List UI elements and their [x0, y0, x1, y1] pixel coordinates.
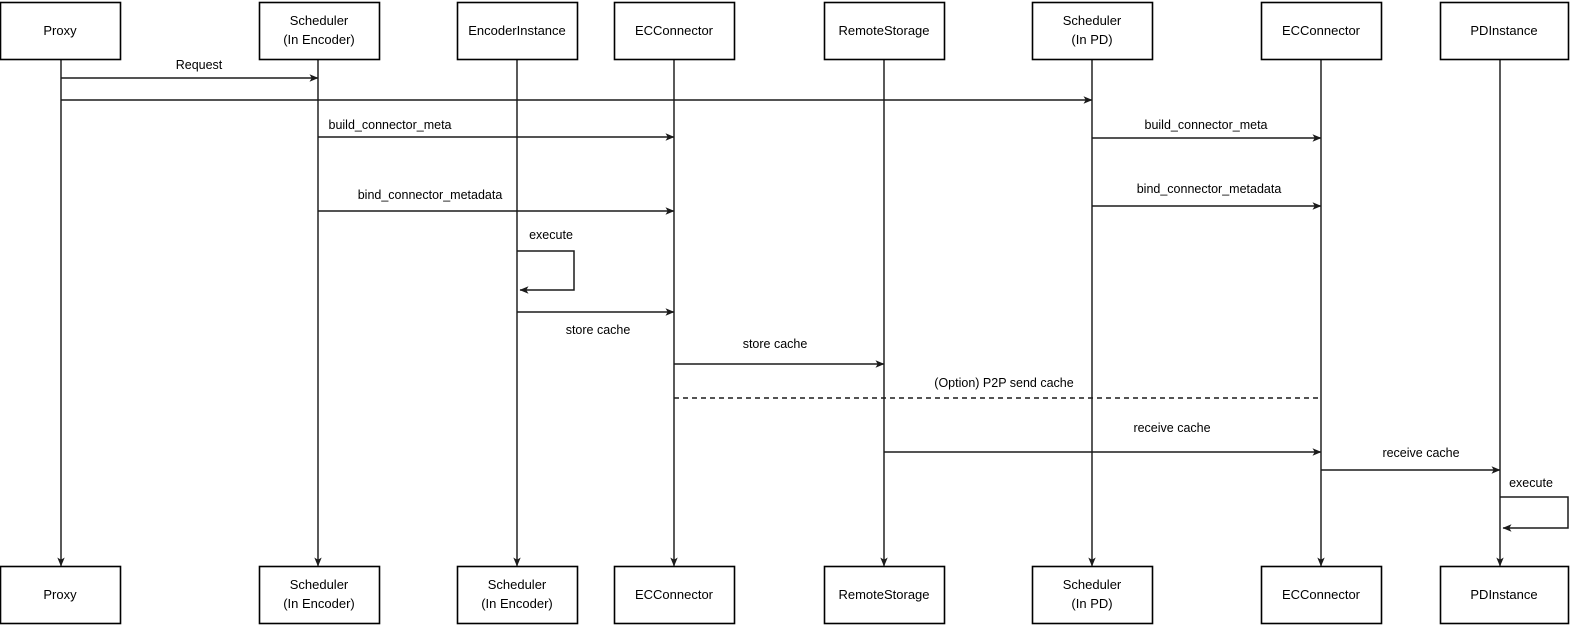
messages-group: Request build_connector_meta build_connect… [61, 58, 1501, 474]
participant-top-box-label-enc_inst: EncoderInstance [468, 23, 566, 38]
participant-top-box-remote[interactable]: RemoteStorage [823, 1, 946, 61]
participant-bottom-box-enc_inst[interactable]: Scheduler (In Encoder) [456, 565, 579, 625]
participant-top-box-pd_inst[interactable]: PDInstance [1439, 1, 1570, 61]
participant-top-box-proxy[interactable]: Proxy [0, 1, 122, 61]
participant-bottom-box-label-line1-sched_enc: Scheduler [290, 577, 349, 592]
message-m6[interactable]: bind_connector_metadata [1092, 182, 1322, 210]
bottom-participant-boxes: Proxy Scheduler (In Encoder) Scheduler (In E… [0, 565, 1570, 625]
participant-bottom-box-label-line1-sched_pd: Scheduler [1063, 577, 1122, 592]
participant-top-box-label-line1-sched_enc: Scheduler [290, 13, 349, 28]
self-message-path-s1[interactable] [517, 250, 575, 294]
participant-top-box-rect-ecconn_pd[interactable] [1260, 1, 1383, 61]
self-message-label-s2: execute [1509, 476, 1553, 490]
participant-bottom-box-pd_inst[interactable]: PDInstance [1439, 565, 1570, 625]
participant-top-box-label-line1-sched_pd: Scheduler [1063, 13, 1122, 28]
participant-top-box-label-line2-sched_pd: (In PD) [1071, 32, 1112, 47]
participant-top-box-rect-ecconn_enc[interactable] [613, 1, 736, 61]
participant-top-box-label-remote: RemoteStorage [838, 23, 929, 38]
participant-bottom-box-label-line2-sched_pd: (In PD) [1071, 596, 1112, 611]
participant-bottom-box-rect-proxy[interactable] [0, 565, 122, 625]
participant-top-box-sched_enc[interactable]: Scheduler (In Encoder) [258, 1, 381, 61]
message-label-m11: receive cache [1382, 446, 1459, 460]
participant-bottom-box-label-remote: RemoteStorage [838, 587, 929, 602]
participant-bottom-box-sched_pd[interactable]: Scheduler (In PD) [1031, 565, 1154, 625]
participant-top-box-label-pd_inst: PDInstance [1470, 23, 1537, 38]
participant-bottom-box-remote[interactable]: RemoteStorage [823, 565, 946, 625]
self-message-s2[interactable]: execute [1500, 476, 1569, 532]
participant-bottom-box-label-ecconn_enc: ECConnector [635, 587, 714, 602]
participant-top-box-ecconn_pd[interactable]: ECConnector [1260, 1, 1383, 61]
message-label-m3: build_connector_meta [329, 118, 452, 132]
message-label-m10: receive cache [1133, 421, 1210, 435]
participant-top-box-rect-remote[interactable] [823, 1, 946, 61]
message-label-m6: bind_connector_metadata [1137, 182, 1282, 196]
participant-top-box-label-ecconn_enc: ECConnector [635, 23, 714, 38]
participant-top-box-label-proxy: Proxy [43, 23, 77, 38]
participant-top-box-rect-enc_inst[interactable] [456, 1, 579, 61]
message-m11[interactable]: receive cache [1321, 446, 1501, 474]
message-label-m7: store cache [566, 323, 631, 337]
message-m4[interactable]: build_connector_meta [1092, 118, 1322, 142]
message-m10[interactable]: receive cache [884, 421, 1322, 456]
message-label-m9: (Option) P2P send cache [934, 376, 1073, 390]
participant-bottom-box-rect-enc_inst[interactable] [456, 565, 579, 625]
participant-bottom-box-ecconn_enc[interactable]: ECConnector [613, 565, 736, 625]
message-m7[interactable]: store cache [517, 308, 675, 337]
message-label-m1: Request [176, 58, 223, 72]
participant-bottom-box-rect-remote[interactable] [823, 565, 946, 625]
self-message-label-s1: execute [529, 228, 573, 242]
top-participant-boxes: Proxy Scheduler (In Encoder) EncoderInstanc… [0, 1, 1570, 61]
participant-bottom-box-rect-ecconn_pd[interactable] [1260, 565, 1383, 625]
message-label-m8: store cache [743, 337, 808, 351]
lifelines-group [57, 59, 1504, 567]
participant-top-box-label-line2-sched_enc: (In Encoder) [283, 32, 355, 47]
participant-bottom-box-label-line2-sched_enc: (In Encoder) [283, 596, 355, 611]
participant-top-box-label-ecconn_pd: ECConnector [1282, 23, 1361, 38]
message-m3[interactable]: build_connector_meta [318, 118, 675, 141]
self-message-s1[interactable]: execute [517, 228, 575, 294]
participant-top-box-rect-proxy[interactable] [0, 1, 122, 61]
participant-top-box-ecconn_enc[interactable]: ECConnector [613, 1, 736, 61]
participant-bottom-box-label-proxy: Proxy [43, 587, 77, 602]
participant-top-box-rect-sched_enc[interactable] [258, 1, 381, 61]
participant-bottom-box-rect-sched_enc[interactable] [258, 565, 381, 625]
participant-top-box-rect-pd_inst[interactable] [1439, 1, 1570, 61]
self-message-path-s2[interactable] [1500, 496, 1569, 532]
message-m9[interactable]: (Option) P2P send cache [674, 376, 1321, 399]
participant-bottom-box-ecconn_pd[interactable]: ECConnector [1260, 565, 1383, 625]
participant-bottom-box-label-ecconn_pd: ECConnector [1282, 587, 1361, 602]
participant-top-box-rect-sched_pd[interactable] [1031, 1, 1154, 61]
message-label-m4: build_connector_meta [1145, 118, 1268, 132]
self-messages-group: execute execute [517, 228, 1569, 532]
message-m1[interactable]: Request [61, 58, 319, 82]
participant-top-box-sched_pd[interactable]: Scheduler (In PD) [1031, 1, 1154, 61]
participant-bottom-box-rect-pd_inst[interactable] [1439, 565, 1570, 625]
message-label-m5: bind_connector_metadata [358, 188, 503, 202]
participant-bottom-box-rect-ecconn_enc[interactable] [613, 565, 736, 625]
participant-bottom-box-sched_enc[interactable]: Scheduler (In Encoder) [258, 565, 381, 625]
participant-bottom-box-label-pd_inst: PDInstance [1470, 587, 1537, 602]
message-m8[interactable]: store cache [674, 337, 885, 368]
participant-bottom-box-label-line1-enc_inst: Scheduler [488, 577, 547, 592]
participant-top-box-enc_inst[interactable]: EncoderInstance [456, 1, 579, 61]
participant-bottom-box-proxy[interactable]: Proxy [0, 565, 122, 625]
participant-bottom-box-label-line2-enc_inst: (In Encoder) [481, 596, 553, 611]
message-m5[interactable]: bind_connector_metadata [318, 188, 675, 215]
participant-bottom-box-rect-sched_pd[interactable] [1031, 565, 1154, 625]
